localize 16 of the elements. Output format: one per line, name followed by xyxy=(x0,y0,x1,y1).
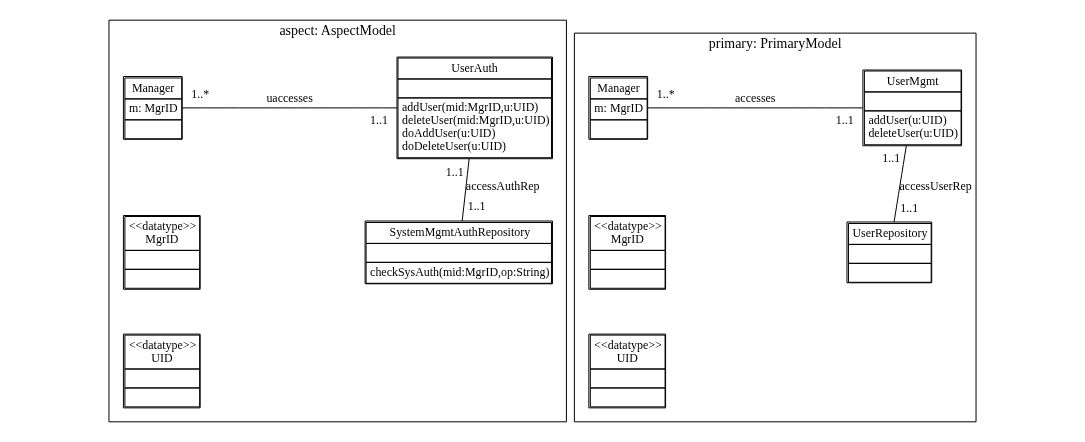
connector xyxy=(461,158,470,222)
label: 1..* xyxy=(191,87,210,102)
connector xyxy=(181,107,398,109)
connector xyxy=(893,145,907,223)
edge-label: accessAuthRep xyxy=(465,179,540,194)
connector xyxy=(647,107,864,109)
label: 1..1 xyxy=(900,200,919,215)
label: 1..1 xyxy=(369,112,388,127)
label: 1..1 xyxy=(445,164,464,179)
edge-label: uaccesses xyxy=(266,90,313,105)
edge-label: accesses xyxy=(735,90,776,105)
label: 1..* xyxy=(656,87,675,102)
label: 1..1 xyxy=(882,151,901,166)
edge-label: accessUserRep xyxy=(899,179,972,194)
label: 1..1 xyxy=(467,199,486,214)
label: 1..1 xyxy=(835,112,854,127)
